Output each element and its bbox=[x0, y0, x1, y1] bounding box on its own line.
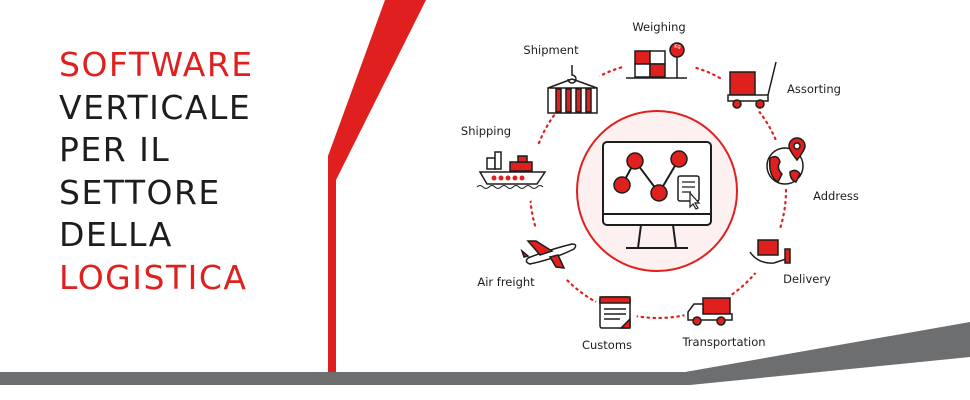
headline-line: VERTICALE bbox=[59, 87, 252, 127]
address-globe-icon bbox=[766, 137, 806, 185]
customs-document-icon bbox=[599, 296, 631, 329]
headline-line: SOFTWARE bbox=[59, 45, 254, 84]
transportation-truck-icon bbox=[687, 297, 733, 326]
center-monitor-graphic bbox=[576, 110, 738, 272]
shipping-ship-icon bbox=[476, 151, 547, 189]
gray-ground-band bbox=[0, 322, 970, 385]
assorting-cart-icon bbox=[727, 61, 777, 109]
delivery-hand-icon bbox=[749, 239, 791, 264]
headline-line: LOGISTICA bbox=[59, 257, 248, 297]
step-label-transportation: Transportation bbox=[682, 335, 766, 349]
weight-badge-label: Kg bbox=[674, 44, 681, 50]
weighing-icon bbox=[626, 42, 687, 79]
step-label-assorting: Assorting bbox=[787, 82, 841, 96]
step-label-customs: Customs bbox=[581, 338, 633, 352]
headline: SOFTWARE VERTICALE PER IL SETTORE DELLA … bbox=[59, 44, 254, 299]
headline-line: PER IL bbox=[59, 130, 171, 169]
headline-line: SETTORE bbox=[59, 172, 221, 212]
step-label-delivery: Delivery bbox=[783, 272, 831, 286]
red-stripe bbox=[328, 0, 426, 372]
step-label-air-freight: Air freight bbox=[477, 275, 535, 289]
step-label-shipment: Shipment bbox=[523, 43, 579, 57]
shipment-container-icon bbox=[547, 65, 598, 114]
step-label-weighing: Weighing bbox=[632, 20, 686, 34]
step-label-address: Address bbox=[813, 189, 859, 203]
step-label-shipping: Shipping bbox=[460, 124, 512, 138]
headline-line: DELLA bbox=[59, 215, 173, 254]
air-freight-plane-icon bbox=[520, 240, 577, 269]
